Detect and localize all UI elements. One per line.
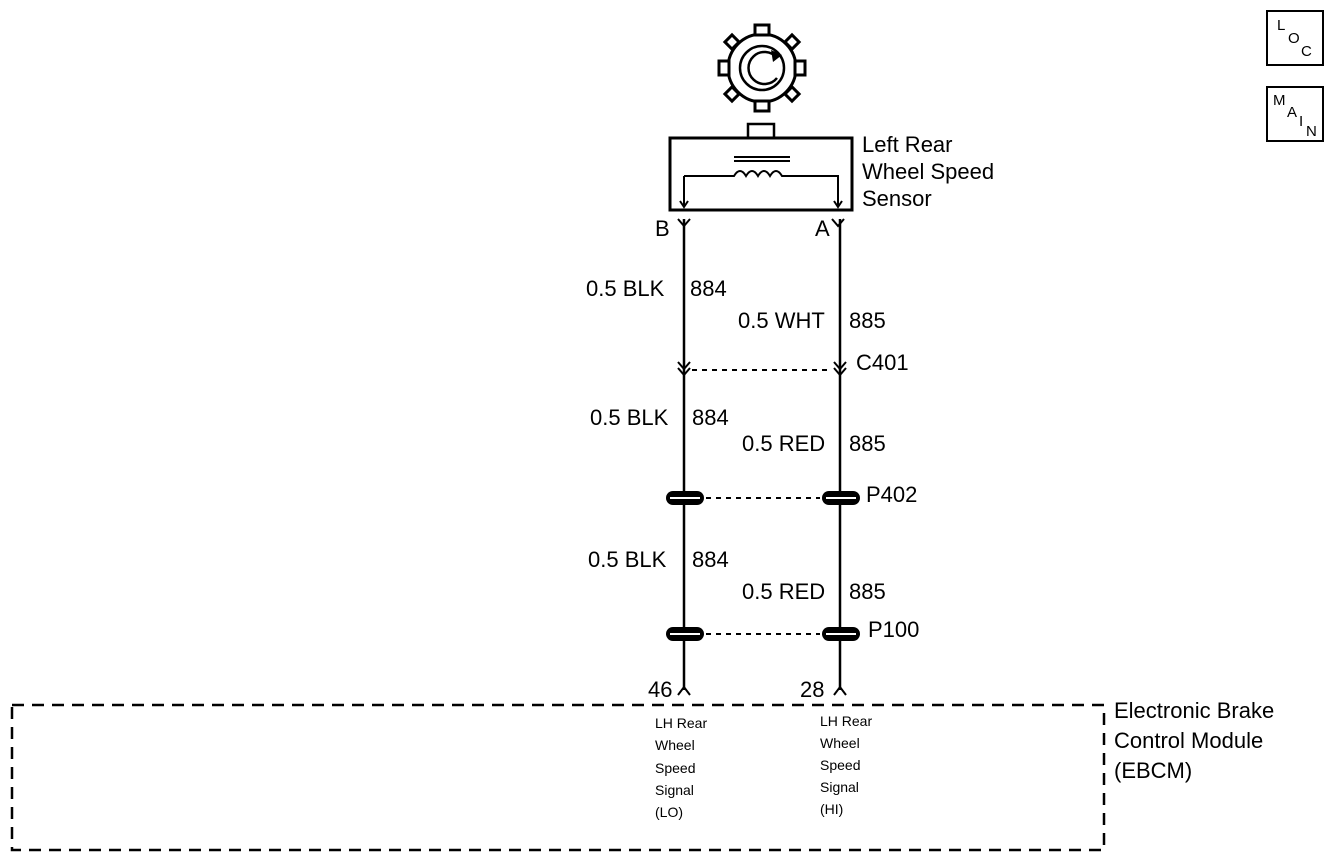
ebcm-module-boundary [10, 703, 1106, 852]
wire-b-seg1-color: 0.5 BLK [586, 276, 665, 301]
sensor-title-line1: Left Rear [862, 132, 953, 157]
module-name-line2: Control Module [1114, 728, 1263, 753]
sensor-pin-a: A [815, 216, 830, 241]
svg-text:LH Rear: LH Rear [655, 715, 707, 731]
svg-text:(LO): (LO) [655, 804, 683, 820]
loc-button[interactable]: L O C [1266, 10, 1324, 66]
wire-b-seg3-circuit: 884 [692, 547, 729, 572]
connector-c401-label: C401 [856, 350, 909, 375]
svg-text:Signal: Signal [820, 779, 859, 795]
wire-a-seg1-circuit: 885 [849, 308, 886, 333]
connector-p100 [666, 627, 860, 641]
sensor-title-line2: Wheel Speed [862, 159, 994, 184]
pin-lo-description: LH Rear Wheel Speed Signal (LO) [655, 715, 707, 820]
svg-text:Speed: Speed [655, 760, 695, 776]
wire-a-seg3-color: 0.5 RED [742, 579, 825, 604]
wheel-speed-sensor [668, 122, 854, 212]
svg-text:Wheel: Wheel [820, 735, 860, 751]
wire-a-seg3-circuit: 885 [849, 579, 886, 604]
wire-a-seg2-circuit: 885 [849, 431, 886, 456]
module-pin-hi: 28 [800, 677, 824, 702]
pin-a-terminal [831, 218, 845, 228]
svg-text:Wheel: Wheel [655, 737, 695, 753]
connector-p402-label: P402 [866, 482, 917, 507]
sensor-pin-b: B [655, 216, 670, 241]
module-name-line1: Electronic Brake [1114, 698, 1274, 723]
module-name-line3: (EBCM) [1114, 758, 1192, 783]
main-button[interactable]: M A I N [1266, 86, 1324, 142]
svg-text:Signal: Signal [655, 782, 694, 798]
wire-a-seg1-color: 0.5 WHT [738, 308, 825, 333]
svg-text:Speed: Speed [820, 757, 860, 773]
pin-hi-description: LH Rear Wheel Speed Signal (HI) [820, 713, 872, 817]
svg-text:(HI): (HI) [820, 801, 843, 817]
wire-b-seg2-color: 0.5 BLK [590, 405, 669, 430]
wire-b-seg2-circuit: 884 [692, 405, 729, 430]
connector-c401 [677, 361, 847, 377]
module-pin-lo-terminal [677, 685, 691, 696]
connector-p402 [666, 491, 860, 505]
wire-b-seg1-circuit: 884 [690, 276, 727, 301]
module-pin-lo: 46 [648, 677, 672, 702]
wire-b-seg3-color: 0.5 BLK [588, 547, 667, 572]
sensor-title-line3: Sensor [862, 186, 932, 211]
module-pin-hi-terminal [833, 685, 847, 696]
svg-text:LH Rear: LH Rear [820, 713, 872, 729]
tone-wheel-icon [717, 23, 807, 113]
connector-p100-label: P100 [868, 617, 919, 642]
wire-a-seg2-color: 0.5 RED [742, 431, 825, 456]
